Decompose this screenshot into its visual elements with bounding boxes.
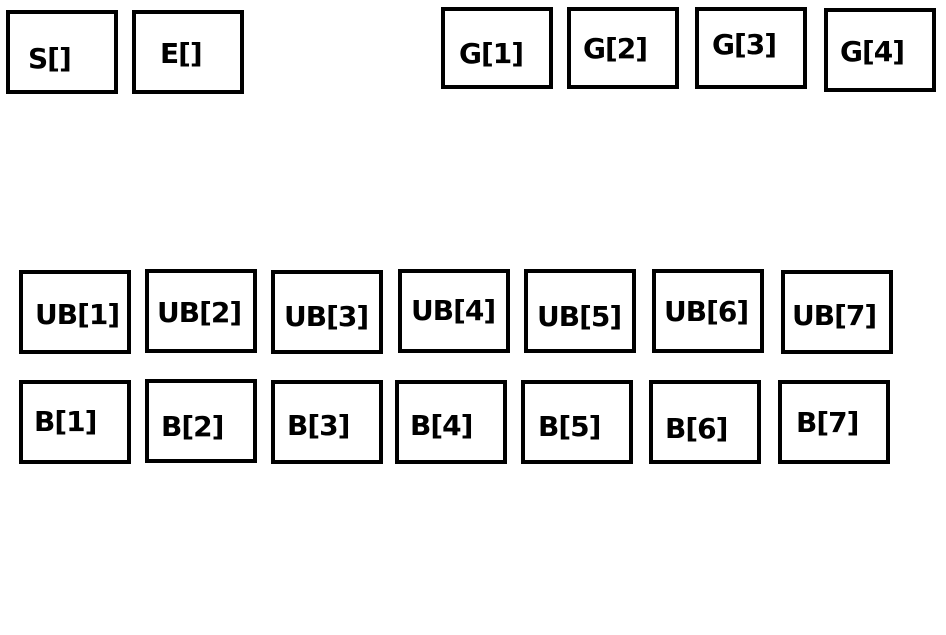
box-e: E[] (132, 10, 244, 94)
box-b-5: B[5] (521, 380, 633, 464)
box-b-1: B[1] (19, 380, 131, 464)
box-ub-5-label: UB[5] (537, 300, 622, 333)
box-b-4: B[4] (395, 380, 507, 464)
box-ub-2-label: UB[2] (157, 296, 242, 329)
box-g-4-label: G[4] (840, 35, 905, 68)
box-ub-6-label: UB[6] (664, 295, 749, 328)
box-b-5-label: B[5] (538, 410, 601, 443)
box-ub-2: UB[2] (145, 269, 257, 353)
box-ub-5: UB[5] (524, 269, 636, 353)
box-ub-3: UB[3] (271, 270, 383, 354)
box-b-6-label: B[6] (665, 412, 728, 445)
box-g-1-label: G[1] (459, 37, 524, 70)
box-s-label: S[] (28, 42, 72, 75)
box-ub-4-label: UB[4] (411, 294, 496, 327)
box-g-2-label: G[2] (583, 32, 648, 65)
box-ub-7: UB[7] (781, 270, 893, 354)
box-b-1-label: B[1] (34, 405, 97, 438)
box-ub-1: UB[1] (19, 270, 131, 354)
box-b-3: B[3] (271, 380, 383, 464)
box-g-1: G[1] (441, 7, 553, 89)
box-b-6: B[6] (649, 380, 761, 464)
box-b-2-label: B[2] (161, 410, 224, 443)
box-ub-7-label: UB[7] (792, 299, 877, 332)
box-ub-6: UB[6] (652, 269, 764, 353)
box-s: S[] (6, 10, 118, 94)
box-b-3-label: B[3] (287, 409, 350, 442)
box-ub-4: UB[4] (398, 269, 510, 353)
box-g-2: G[2] (567, 7, 679, 89)
box-ub-3-label: UB[3] (284, 300, 369, 333)
box-g-3-label: G[3] (712, 28, 777, 61)
box-b-2: B[2] (145, 379, 257, 463)
box-b-7: B[7] (778, 380, 890, 464)
box-ub-1-label: UB[1] (35, 298, 120, 331)
box-e-label: E[] (160, 37, 203, 70)
box-g-3: G[3] (695, 7, 807, 89)
box-b-4-label: B[4] (410, 409, 473, 442)
box-g-4: G[4] (824, 8, 936, 92)
box-b-7-label: B[7] (796, 406, 859, 439)
